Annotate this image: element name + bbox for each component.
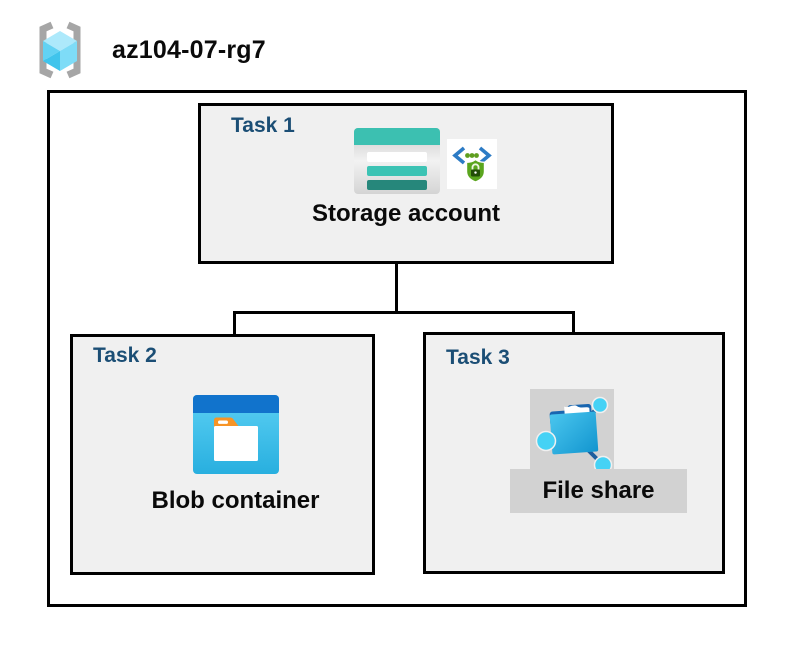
- file-share-label-highlight: File share: [510, 469, 687, 513]
- resource-group-header: az104-07-rg7: [28, 18, 266, 82]
- connector-storage-trunk: [395, 263, 398, 313]
- resource-group-title: az104-07-rg7: [112, 35, 266, 64]
- file-share-label: File share: [542, 477, 655, 504]
- task2-label: Task 2: [93, 344, 157, 367]
- task3-label: Task 3: [446, 346, 510, 369]
- connector-horizontal: [233, 311, 575, 314]
- blob-container-label: Blob container: [151, 487, 320, 514]
- task3-box: Task 3: [423, 332, 725, 574]
- storage-account-icon: [354, 128, 440, 194]
- task2-box: Task 2 Blob container: [70, 334, 375, 575]
- storage-account-label: Storage account: [311, 200, 501, 227]
- task1-box: Task 1: [198, 103, 614, 264]
- blob-container-icon: [193, 395, 279, 474]
- task1-label: Task 1: [231, 114, 295, 137]
- secured-endpoint-icon: [447, 139, 497, 189]
- file-share-icon: [535, 396, 613, 475]
- azure-resource-group-icon: [39, 21, 81, 79]
